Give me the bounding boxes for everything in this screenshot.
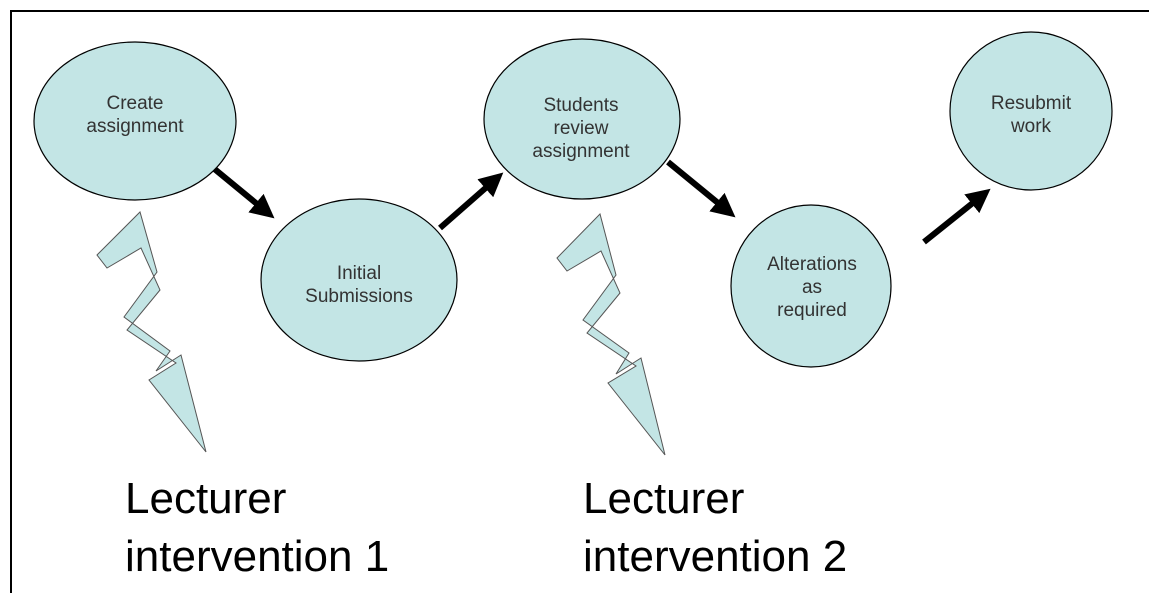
arrow-review-to-alterations [666, 159, 736, 218]
node-create-assignment [33, 41, 237, 201]
arrow-alterations-to-resubmit [922, 188, 991, 245]
arrow-create-to-initial [204, 159, 275, 219]
node-initial-submissions [260, 198, 458, 362]
frame-border-left [10, 10, 12, 593]
lightning-bolt-1 [96, 211, 207, 453]
intervention-label-2: Lecturer intervention 2 [583, 474, 848, 581]
arrow-initial-to-review [438, 172, 504, 231]
lightning-bolt-2 [556, 213, 666, 456]
frame-border-top [10, 10, 1149, 12]
intervention-label-1: Lecturer intervention 1 [125, 474, 390, 581]
node-label-alterations-as-required: Alterations as required [767, 253, 857, 321]
node-label-students-review-assignment: Students review assignment [532, 94, 630, 162]
node-label-create-assignment: Create assignment [86, 93, 184, 137]
node-label-initial-submissions: Initial Submissions [305, 263, 413, 307]
node-alterations-as-required [730, 204, 892, 368]
node-label-resubmit-work: Resubmit work [990, 93, 1072, 137]
node-resubmit-work [949, 31, 1113, 191]
node-students-review-assignment [483, 38, 681, 200]
